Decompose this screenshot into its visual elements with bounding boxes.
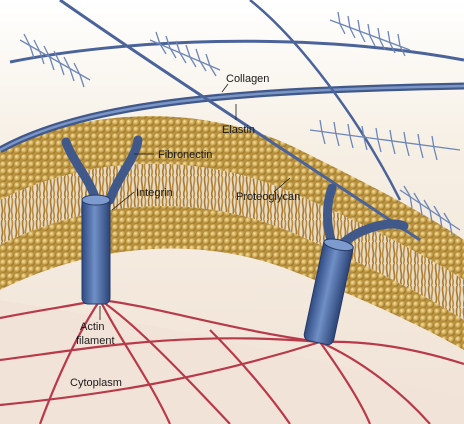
integrin-right-arm-up <box>328 188 333 244</box>
label-cytoplasm: Cytoplasm <box>70 377 122 389</box>
label-proteoglycan: Proteoglycan <box>236 191 300 203</box>
label-elastin: Elastin <box>222 124 255 136</box>
label-fibronectin: Fibronectin <box>158 149 212 161</box>
label-actin-line2: filament <box>76 335 115 347</box>
integrin-tube-left <box>82 196 110 304</box>
label-collagen: Collagen <box>226 73 269 85</box>
label-actin-line1: Actin <box>80 321 104 333</box>
label-integrin: Integrin <box>136 187 173 199</box>
